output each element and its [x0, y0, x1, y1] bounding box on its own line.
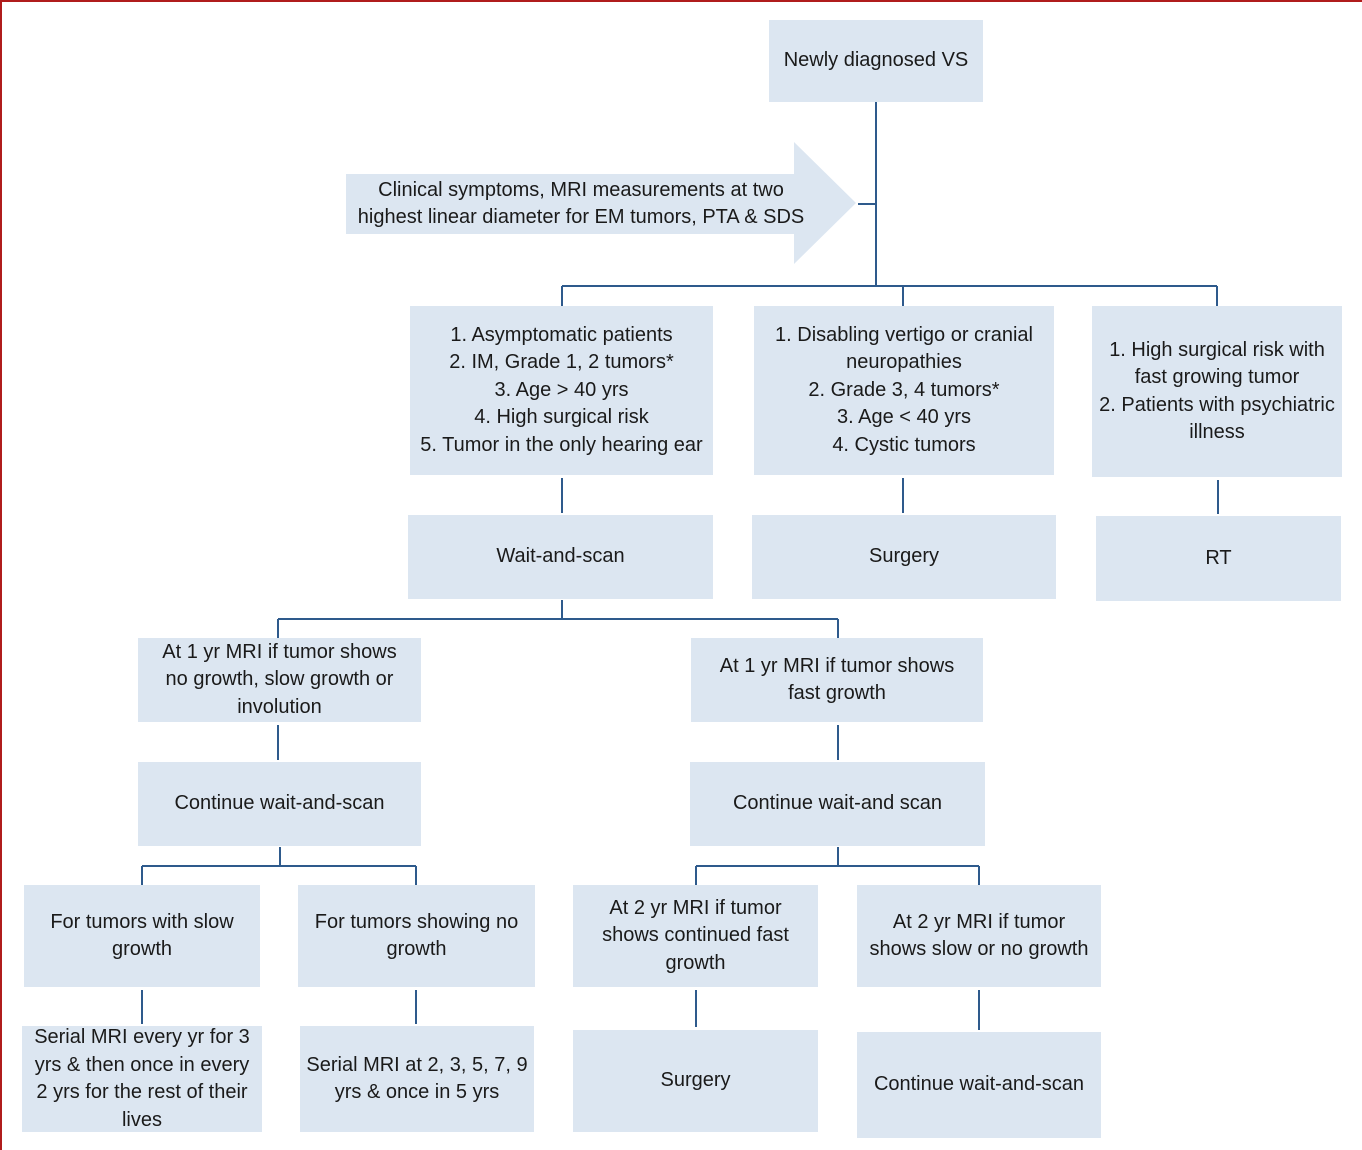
serial-mri-yearly-label: Serial MRI every yr for 3 yrs & then onc… — [34, 1026, 250, 1131]
serial-mri-yearly-node: Serial MRI every yr for 3 yrs & then onc… — [22, 1026, 262, 1132]
arrow-shape — [346, 142, 856, 264]
surgery-criteria-label: 1. Disabling vertigo or cranial neuropat… — [775, 323, 1033, 456]
assessment-arrow: Clinical symptoms, MRI measurements at t… — [346, 140, 858, 266]
serial-mri-interval-label: Serial MRI at 2, 3, 5, 7, 9 yrs & once i… — [306, 1053, 528, 1104]
assessment-text: Clinical symptoms, MRI measurements at t… — [357, 178, 805, 229]
one-year-slow-node: At 1 yr MRI if tumor shows no growth, sl… — [138, 638, 421, 722]
two-year-fast-node: At 2 yr MRI if tumor shows continued fas… — [573, 885, 818, 987]
rt-criteria-node: 1. High surgical risk with fast growing … — [1092, 306, 1342, 477]
continue-wait-scan-label-2: Continue wait-and scan — [732, 792, 942, 815]
wait-and-scan-node: Wait-and-scan — [408, 515, 713, 599]
continue-wait-scan-node-2: Continue wait-and scan — [690, 762, 985, 846]
wait-criteria-label: 1. Asymptomatic patients 2. IM, Grade 1,… — [420, 323, 703, 456]
serial-mri-interval-node: Serial MRI at 2, 3, 5, 7, 9 yrs & once i… — [300, 1026, 534, 1132]
continue-wait-scan-node-3: Continue wait-and-scan — [857, 1032, 1101, 1138]
surgery-node: Surgery — [752, 515, 1056, 599]
continue-wait-scan-label-3: Continue wait-and-scan — [873, 1073, 1085, 1096]
one-year-slow-label: At 1 yr MRI if tumor shows no growth, sl… — [162, 640, 397, 718]
one-year-fast-label: At 1 yr MRI if tumor shows fast growth — [719, 654, 955, 705]
surgery-criteria-node: 1. Disabling vertigo or cranial neuropat… — [754, 306, 1054, 475]
two-year-fast-label: At 2 yr MRI if tumor shows continued fas… — [602, 896, 789, 974]
one-year-fast-node: At 1 yr MRI if tumor shows fast growth — [691, 638, 983, 722]
surgery-label-2: Surgery — [660, 1069, 731, 1092]
surgery-label: Surgery — [868, 545, 940, 568]
wait-and-scan-label: Wait-and-scan — [496, 545, 625, 568]
rt-criteria-label: 1. High surgical risk with fast growing … — [1099, 338, 1335, 444]
rt-node: RT — [1096, 516, 1341, 601]
frame-left-border — [0, 0, 2, 1150]
two-year-slow-label: At 2 yr MRI if tumor shows slow or no gr… — [869, 910, 1089, 961]
newly-diagnosed-node: Newly diagnosed VS — [769, 20, 983, 102]
newly-diagnosed-label: Newly diagnosed VS — [783, 49, 969, 72]
two-year-slow-node: At 2 yr MRI if tumor shows slow or no gr… — [857, 885, 1101, 987]
wait-criteria-node: 1. Asymptomatic patients 2. IM, Grade 1,… — [410, 306, 713, 475]
no-growth-label: For tumors showing no growth — [314, 910, 519, 961]
continue-wait-scan-node-1: Continue wait-and-scan — [138, 762, 421, 846]
surgery-node-2: Surgery — [573, 1030, 818, 1132]
slow-growth-node: For tumors with slow growth — [24, 885, 260, 987]
rt-label: RT — [1205, 546, 1232, 569]
slow-growth-label: For tumors with slow growth — [50, 910, 234, 961]
frame-top-border — [0, 0, 1362, 2]
continue-wait-scan-label-1: Continue wait-and-scan — [174, 792, 385, 815]
no-growth-node: For tumors showing no growth — [298, 885, 535, 987]
